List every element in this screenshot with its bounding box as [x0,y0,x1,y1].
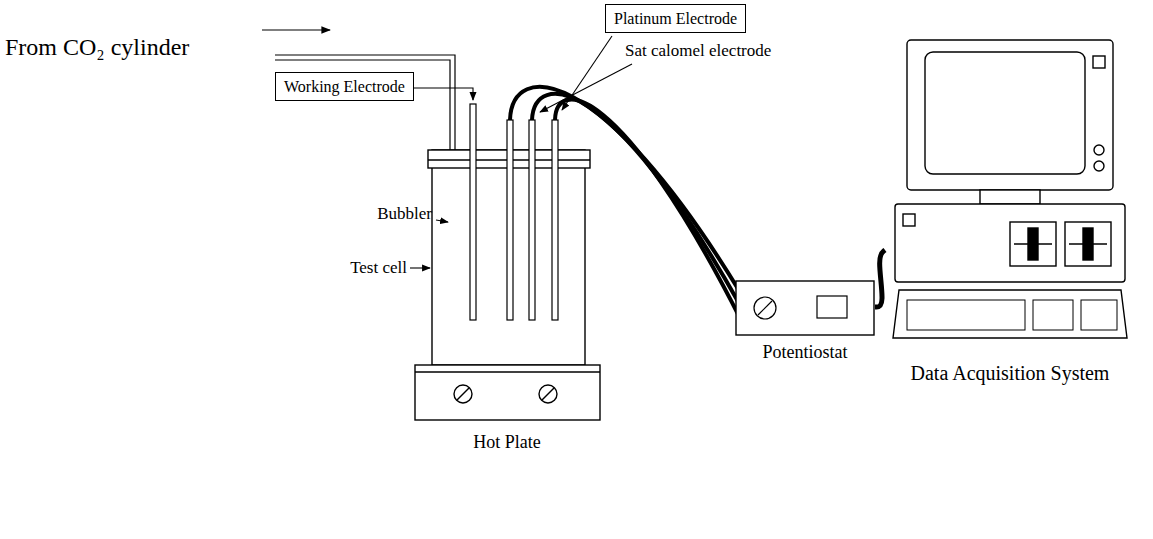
gas-source-label: From CO₂ cylinder [5,34,189,62]
computer-drawing [885,38,1135,356]
hot-plate [415,365,600,420]
callout-box: Working Electrode [275,72,414,101]
part-label: Bubbler [377,204,432,224]
gas-pipe [275,55,455,330]
electrode-label: Sat calomel electrode [625,41,771,61]
part-label: Hot Plate [473,432,541,453]
device-label: Data Acquisition System [911,362,1110,385]
part-label: Test cell [350,258,407,278]
gas-flow-arrow [262,29,330,30]
callout-text: Platinum Electrode [614,9,737,28]
data-cable [875,250,885,307]
device-label: Potentiostat [763,342,848,363]
potentiostat-box [735,280,875,336]
electrode-rods [470,104,558,320]
callout-text: Working Electrode [284,77,405,96]
electrode-cables [510,87,740,318]
potentiostat-unit: Potentiostat [735,280,875,363]
callout-box: Platinum Electrode [605,4,746,33]
computer-unit: Data Acquisition System [885,38,1135,385]
leader-lines [410,36,632,268]
